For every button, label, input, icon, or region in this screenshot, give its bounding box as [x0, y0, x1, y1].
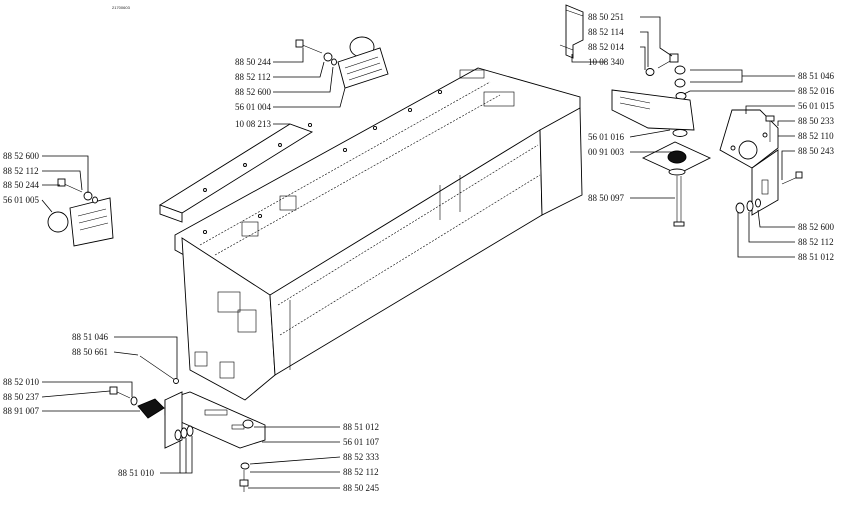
part-label: 56 01 015: [798, 101, 835, 111]
part-label: 88 51 046: [72, 332, 109, 342]
part-label: 88 50 244: [3, 180, 40, 190]
part-label: 88 52 110: [798, 131, 834, 141]
part-label: 56 01 004: [235, 102, 272, 112]
part-label: 88 52 600: [3, 151, 40, 161]
part-label: 88 51 012: [798, 252, 834, 262]
part-label: 88 50 251: [588, 12, 624, 22]
leader-lines: [41, 16, 795, 489]
part-label: 88 91 007: [3, 406, 40, 416]
document-code: 21700603: [112, 5, 131, 10]
part-label: 88 50 661: [72, 347, 108, 357]
part-label: 56 01 005: [3, 195, 40, 205]
part-label: 88 50 243: [798, 146, 835, 156]
part-label: 88 52 600: [235, 87, 272, 97]
part-label: 88 52 114: [588, 27, 624, 37]
part-label: 88 50 237: [3, 392, 40, 402]
bracket-part: [559, 4, 584, 59]
top-rubber-mount-part: [295, 36, 389, 89]
part-label: 88 52 112: [235, 72, 271, 82]
part-label: 88 51 046: [798, 71, 835, 81]
angle-bar-part: [158, 123, 314, 223]
part-label: 88 50 245: [343, 483, 380, 493]
part-label: 88 52 112: [343, 467, 379, 477]
part-labels: 88 50 251 88 52 114 88 52 014 10 08 340 …: [3, 12, 835, 493]
part-label: 88 52 600: [798, 222, 835, 232]
part-label: 00 91 003: [588, 147, 625, 157]
part-label: 56 01 107: [343, 437, 380, 447]
part-label: 88 50 233: [798, 116, 835, 126]
part-label: 56 01 016: [588, 132, 625, 142]
part-label: 88 51 010: [118, 468, 155, 478]
part-label: 88 52 112: [798, 237, 834, 247]
left-rubber-mount-part: [47, 178, 114, 247]
part-label: 88 52 112: [3, 166, 39, 176]
right-angle-bracket-part: [719, 109, 803, 216]
part-label: 88 52 333: [343, 452, 380, 462]
part-label: 10 08 340: [588, 57, 625, 67]
right-mount-assembly-part: [611, 53, 712, 227]
part-label: 88 52 010: [3, 377, 40, 387]
part-label: 88 50 244: [235, 57, 272, 67]
part-label: 88 51 012: [343, 422, 379, 432]
part-label: 88 52 016: [798, 86, 835, 96]
part-label: 88 52 014: [588, 42, 625, 52]
main-frame: [174, 67, 583, 401]
bottom-bracket-part: [109, 355, 266, 492]
part-label: 88 50 097: [588, 193, 625, 203]
part-label: 10 08 213: [235, 119, 272, 129]
